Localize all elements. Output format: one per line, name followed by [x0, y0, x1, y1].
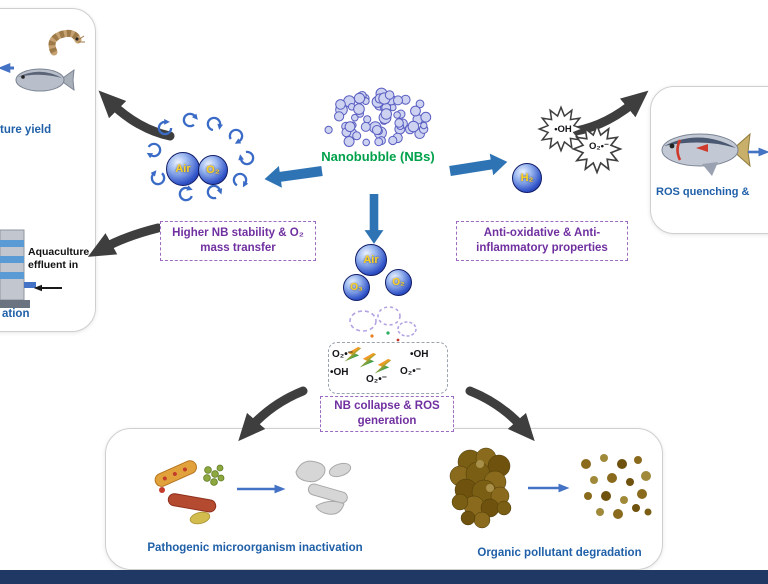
- yield-caption: ture yield: [0, 124, 52, 136]
- o3-bubble-center: O₃: [343, 274, 370, 301]
- ros-quenching-panel: [650, 86, 768, 234]
- radical-label: O₂•⁻: [400, 366, 422, 377]
- curved-arrow-top-right: [571, 90, 649, 136]
- collapsing-bubbles-icon: [349, 306, 417, 342]
- pollutant-caption: Organic pollutant degradation: [477, 547, 642, 559]
- nanobubble-cluster-icon: [324, 87, 432, 147]
- o2-bubble-left: O₂: [198, 155, 228, 185]
- starburst-o2-label: O₂•⁻: [589, 141, 609, 152]
- footer-bar: [0, 570, 768, 584]
- ros-caption: ROS quenching &: [656, 186, 750, 198]
- curved-arrow-top-left: [98, 90, 175, 141]
- radical-label: •OH: [330, 367, 349, 378]
- curved-arrow-bottom-left: [238, 386, 308, 442]
- cycle-arrows-icon: [143, 108, 256, 204]
- radical-label: •OH: [410, 349, 429, 360]
- blue-arrow-left: [264, 165, 323, 188]
- h2-bubble: H₂: [512, 163, 542, 193]
- blue-arrow-right: [449, 153, 508, 176]
- collapse-label-box: NB collapse & ROS generation: [320, 396, 454, 432]
- air-bubble-center: Air: [355, 244, 387, 276]
- antioxidative-label-box: Anti-oxidative & Anti-inflammatory prope…: [456, 221, 628, 261]
- curved-arrow-mid-left: [87, 223, 163, 257]
- aquaculture-panel: [0, 8, 96, 332]
- effluent-caption: Aquaculture effluent in: [28, 246, 90, 272]
- pathogen-caption: Pathogenic microorganism inactivation: [147, 542, 363, 554]
- curved-arrow-bottom-right: [465, 386, 535, 442]
- stability-label-box: Higher NB stability & O₂ mass transfer: [160, 221, 316, 261]
- blue-arrow-down: [364, 194, 384, 244]
- air-bubble-left: Air: [166, 152, 200, 186]
- radical-label: O₂•⁻: [366, 374, 388, 385]
- aeration-caption: ation: [2, 308, 30, 320]
- starburst-oh-label: •OH: [554, 124, 572, 135]
- o2-bubble-center: O₂: [385, 269, 412, 296]
- ros-dashed-box: [328, 342, 448, 394]
- radical-label: O₂•⁻: [332, 349, 354, 360]
- nanobubble-title: Nanobubble (NBs): [321, 149, 435, 164]
